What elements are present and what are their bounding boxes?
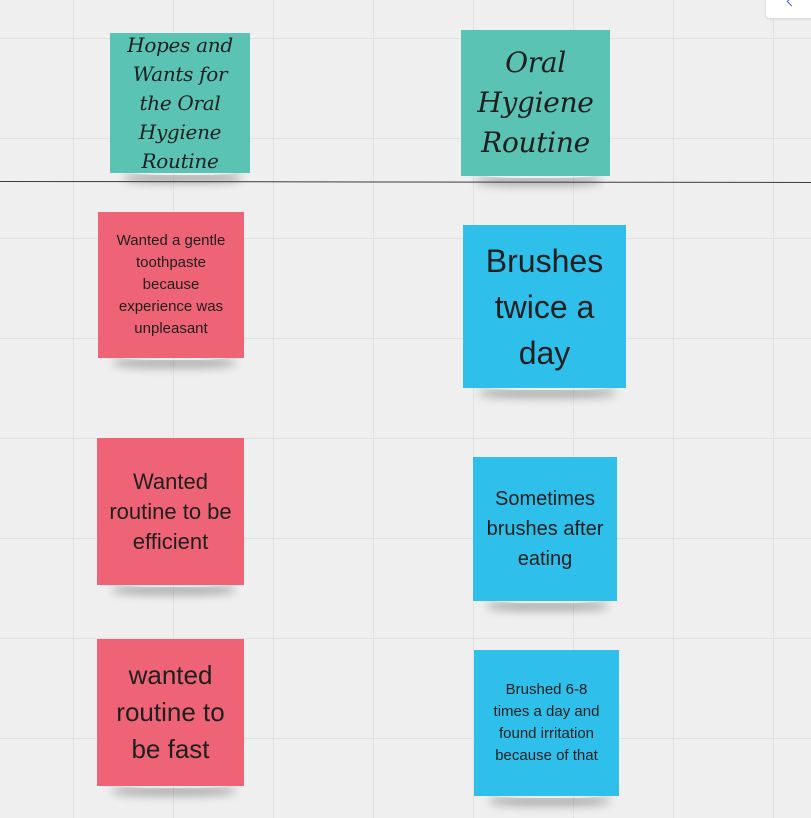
sticky-note-brushes-twice[interactable]: Brushes twice a day (463, 225, 626, 388)
sticky-note-routine-header[interactable]: Oral Hygiene Routine (461, 30, 610, 176)
sticky-note-hopes-header[interactable]: Hopes and Wants for the Oral Hygiene Rou… (110, 33, 250, 173)
sticky-note-text: Sometimes brushes after eating (486, 488, 604, 570)
sticky-note-gentle-toothpaste[interactable]: Wanted a gentle toothpaste because exper… (98, 212, 244, 358)
sticky-note-text: wanted routine to be fast (116, 660, 225, 764)
toolbar-widget[interactable] (766, 0, 811, 18)
column-divider-line (0, 181, 811, 183)
sticky-note-brushes-after-eating[interactable]: Sometimes brushes after eating (473, 457, 617, 601)
chevron-left-icon (786, 0, 797, 7)
sticky-note-text: Brushed 6-8 times a day and found irrita… (493, 681, 600, 764)
sticky-note-text: Wanted a gentle toothpaste because exper… (116, 232, 226, 337)
sticky-note-brushed-6-8[interactable]: Brushed 6-8 times a day and found irrita… (474, 650, 619, 796)
sticky-note-text: Wanted routine to be efficient (109, 468, 232, 554)
sticky-note-text: Oral Hygiene Routine (477, 46, 594, 159)
sticky-note-routine-fast[interactable]: wanted routine to be fast (97, 639, 244, 786)
sticky-note-text: Brushes twice a day (485, 242, 604, 371)
sticky-note-routine-efficient[interactable]: Wanted routine to be efficient (97, 438, 244, 585)
sticky-note-text: Hopes and Wants for the Oral Hygiene Rou… (127, 32, 233, 173)
